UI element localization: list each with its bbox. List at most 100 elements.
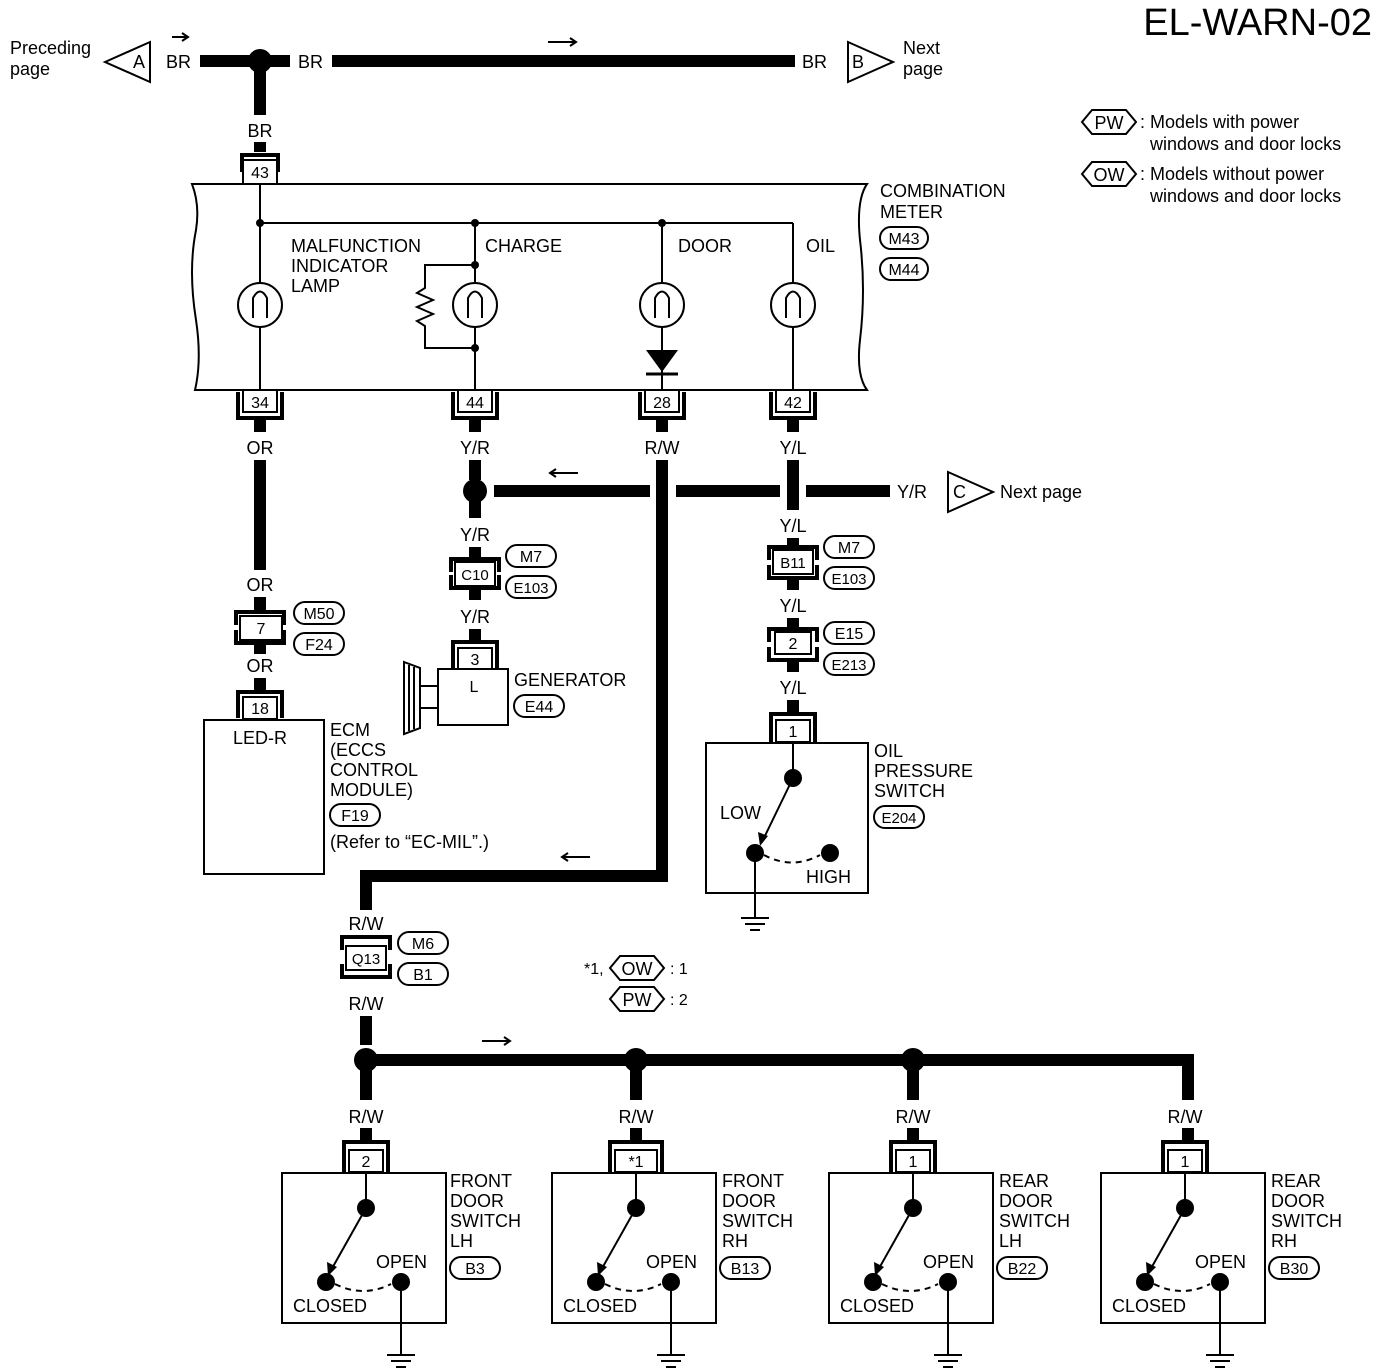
switch-blade <box>1148 1207 1186 1273</box>
switch-travel <box>334 1283 392 1292</box>
page-title: EL-WARN-02 <box>1143 2 1372 44</box>
preceding-page-label-2: page <box>10 59 50 79</box>
connector-tag <box>505 544 557 568</box>
door-switch-name-3: SWITCH <box>1271 1211 1342 1231</box>
wire-color-yl: Y/L <box>779 438 806 458</box>
oil-switch-box <box>705 742 869 894</box>
door-switch-box <box>1100 1172 1266 1324</box>
oil-label: OIL <box>806 236 835 256</box>
ecm-terminal-led-r: LED-R <box>233 728 287 748</box>
pin-34-group: 34 <box>236 389 284 420</box>
switch-open-label: OPEN <box>923 1252 974 1272</box>
oil-switch-name-1: OIL <box>874 741 903 761</box>
connector-tag <box>879 257 929 281</box>
connector-tag <box>505 575 557 599</box>
wire-color-rw: R/W <box>349 914 384 934</box>
filament-icon <box>785 290 801 318</box>
door-switch-name-3: SWITCH <box>999 1211 1070 1231</box>
connector-tag <box>293 601 345 625</box>
connector-tag <box>879 226 929 250</box>
switch-travel <box>604 1283 662 1292</box>
footnote-ow-value: : 1 <box>670 961 688 978</box>
connector-bracket <box>608 1140 664 1172</box>
connector-tag <box>397 931 449 955</box>
door-switch-name-4: LH <box>999 1231 1022 1251</box>
ecm-name-1: ECM <box>330 720 370 740</box>
connector-bracket <box>767 545 819 560</box>
connector-b30: B30 <box>1280 1261 1309 1278</box>
rw-wire-route <box>360 460 668 910</box>
flow-arrow <box>548 37 578 47</box>
pw-legend-2: windows and door locks <box>1149 134 1341 154</box>
door-switch-name-2: DOOR <box>1271 1191 1325 1211</box>
wire-color-yl: Y/L <box>779 678 806 698</box>
pin-3: 3 <box>471 652 480 669</box>
switch-blade <box>761 777 794 843</box>
door-switch-pin: 1 <box>1181 1154 1190 1171</box>
footnote-ow: OW <box>622 959 653 979</box>
pin-box <box>242 389 278 413</box>
wire-color-br-2: BR <box>298 52 323 72</box>
oil-switch-high: HIGH <box>806 867 851 887</box>
pin-7: 7 <box>257 621 266 638</box>
connector-m44: M44 <box>888 262 919 279</box>
switch-open-label: OPEN <box>1195 1252 1246 1272</box>
flow-arrow <box>482 1036 512 1046</box>
ow-tag-shape <box>1080 161 1138 187</box>
ecm-box <box>203 719 325 875</box>
switch-contact-high <box>821 844 839 862</box>
switch-arrow <box>327 1262 337 1276</box>
connector-tag <box>329 803 381 827</box>
mil-circuit: OR OR 7 M50 F24 OR 18 LED-R ECM (ECCS CO… <box>203 420 489 875</box>
connector-tag <box>449 1256 501 1280</box>
mil-label-2: INDICATOR <box>291 256 388 276</box>
door-switch-box <box>828 1172 994 1324</box>
switch-closed-label: CLOSED <box>293 1296 367 1316</box>
wire-color-yl: Y/L <box>779 596 806 616</box>
door-switch-pin: 2 <box>362 1154 371 1171</box>
connector-e103: E103 <box>831 571 866 588</box>
connector-bracket <box>236 690 284 718</box>
generator-shaft <box>419 685 439 709</box>
bulb-icon <box>237 282 283 328</box>
connector-tag <box>719 1256 771 1280</box>
ecm-note: (Refer to “EC-MIL”.) <box>330 832 489 852</box>
pin-1: 1 <box>789 724 798 741</box>
wire-color-or: OR <box>247 656 274 676</box>
door-switch-name-1: FRONT <box>722 1171 784 1191</box>
footnote-pw: PW <box>623 990 652 1010</box>
wire-color-yr: Y/R <box>897 482 927 502</box>
wire-color-or: OR <box>247 438 274 458</box>
connector-bracket <box>767 565 819 580</box>
pw-legend-1: : Models with power <box>1140 112 1299 132</box>
door-switch-name-3: SWITCH <box>722 1211 793 1231</box>
door-switch-box <box>281 1172 447 1324</box>
connector-m7: M7 <box>838 540 860 557</box>
wire-color-rw: R/W <box>1168 1107 1203 1127</box>
connector-m43: M43 <box>888 231 919 248</box>
connector-bracket <box>234 610 286 625</box>
connector-bracket <box>767 627 819 642</box>
ground-icon <box>934 1354 962 1368</box>
switch-arrow <box>758 832 768 846</box>
connector-bracket <box>449 557 501 572</box>
filament-icon <box>654 290 670 318</box>
footnote-pw-value: : 2 <box>670 992 688 1009</box>
connector-ref-a-arrow <box>102 40 151 84</box>
bulb-icon <box>639 282 685 328</box>
connector-e204: E204 <box>881 810 916 827</box>
connector-e103: E103 <box>513 580 548 597</box>
pin-box <box>457 389 493 413</box>
connector-ref-b-arrow <box>847 40 896 84</box>
ground-icon <box>1206 1354 1234 1368</box>
connector-tag <box>873 805 925 829</box>
switch-travel <box>763 854 821 864</box>
connector-b3: B3 <box>465 1261 485 1278</box>
wire-color-rw: R/W <box>349 1107 384 1127</box>
flow-arrow <box>172 32 190 42</box>
pin-34: 34 <box>251 395 269 412</box>
meter-name-2: METER <box>880 202 943 222</box>
top-bus: Preceding page A BR BR BR B Next page BR <box>10 32 943 152</box>
connector-tag <box>996 1256 1048 1280</box>
